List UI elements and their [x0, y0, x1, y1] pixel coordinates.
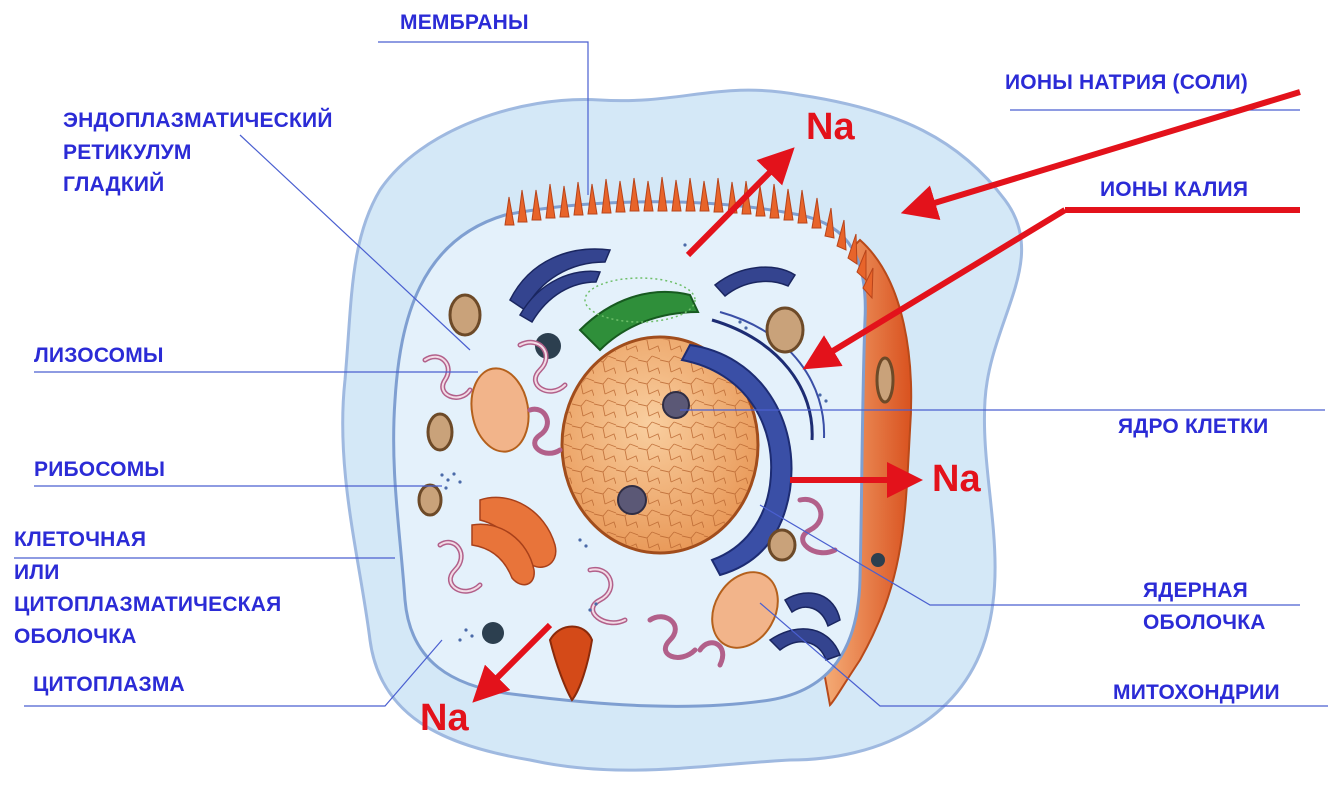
label-nucleus: ЯДРО КЛЕТКИ [1118, 414, 1268, 439]
label-lysosomes: ЛИЗОСОМЫ [34, 343, 164, 368]
label-cell-membrane-line1: КЛЕТОЧНАЯ [14, 527, 146, 552]
label-ribosomes: РИБОСОМЫ [34, 457, 165, 482]
label-membranes: МЕМБРАНЫ [400, 10, 529, 35]
na-marker-right: Na [932, 458, 981, 501]
label-cytoplasm: ЦИТОПЛАЗМА [33, 672, 185, 697]
label-sodium-ions: ИОНЫ НАТРИЯ (СОЛИ) [1005, 70, 1248, 95]
label-cell-membrane-line4: ОБОЛОЧКА [14, 624, 137, 649]
na-marker-bottom: Na [420, 697, 469, 740]
na-marker-top: Na [806, 106, 855, 149]
label-er-line3: ГЛАДКИЙ [63, 172, 164, 197]
label-er-line2: РЕТИКУЛУМ [63, 140, 192, 165]
label-nuclear-envelope-line1: ЯДЕРНАЯ [1143, 578, 1248, 603]
label-cell-membrane-line2: ИЛИ [14, 560, 60, 585]
label-nuclear-envelope-line2: ОБОЛОЧКА [1143, 610, 1266, 635]
label-mitochondria: МИТОХОНДРИИ [1113, 680, 1280, 705]
label-er-line1: ЭНДОПЛАЗМАТИЧЕСКИЙ [63, 108, 333, 133]
label-cell-membrane-line3: ЦИТОПЛАЗМАТИЧЕСКАЯ [14, 592, 281, 617]
label-potassium-ions: ИОНЫ КАЛИЯ [1100, 177, 1248, 202]
